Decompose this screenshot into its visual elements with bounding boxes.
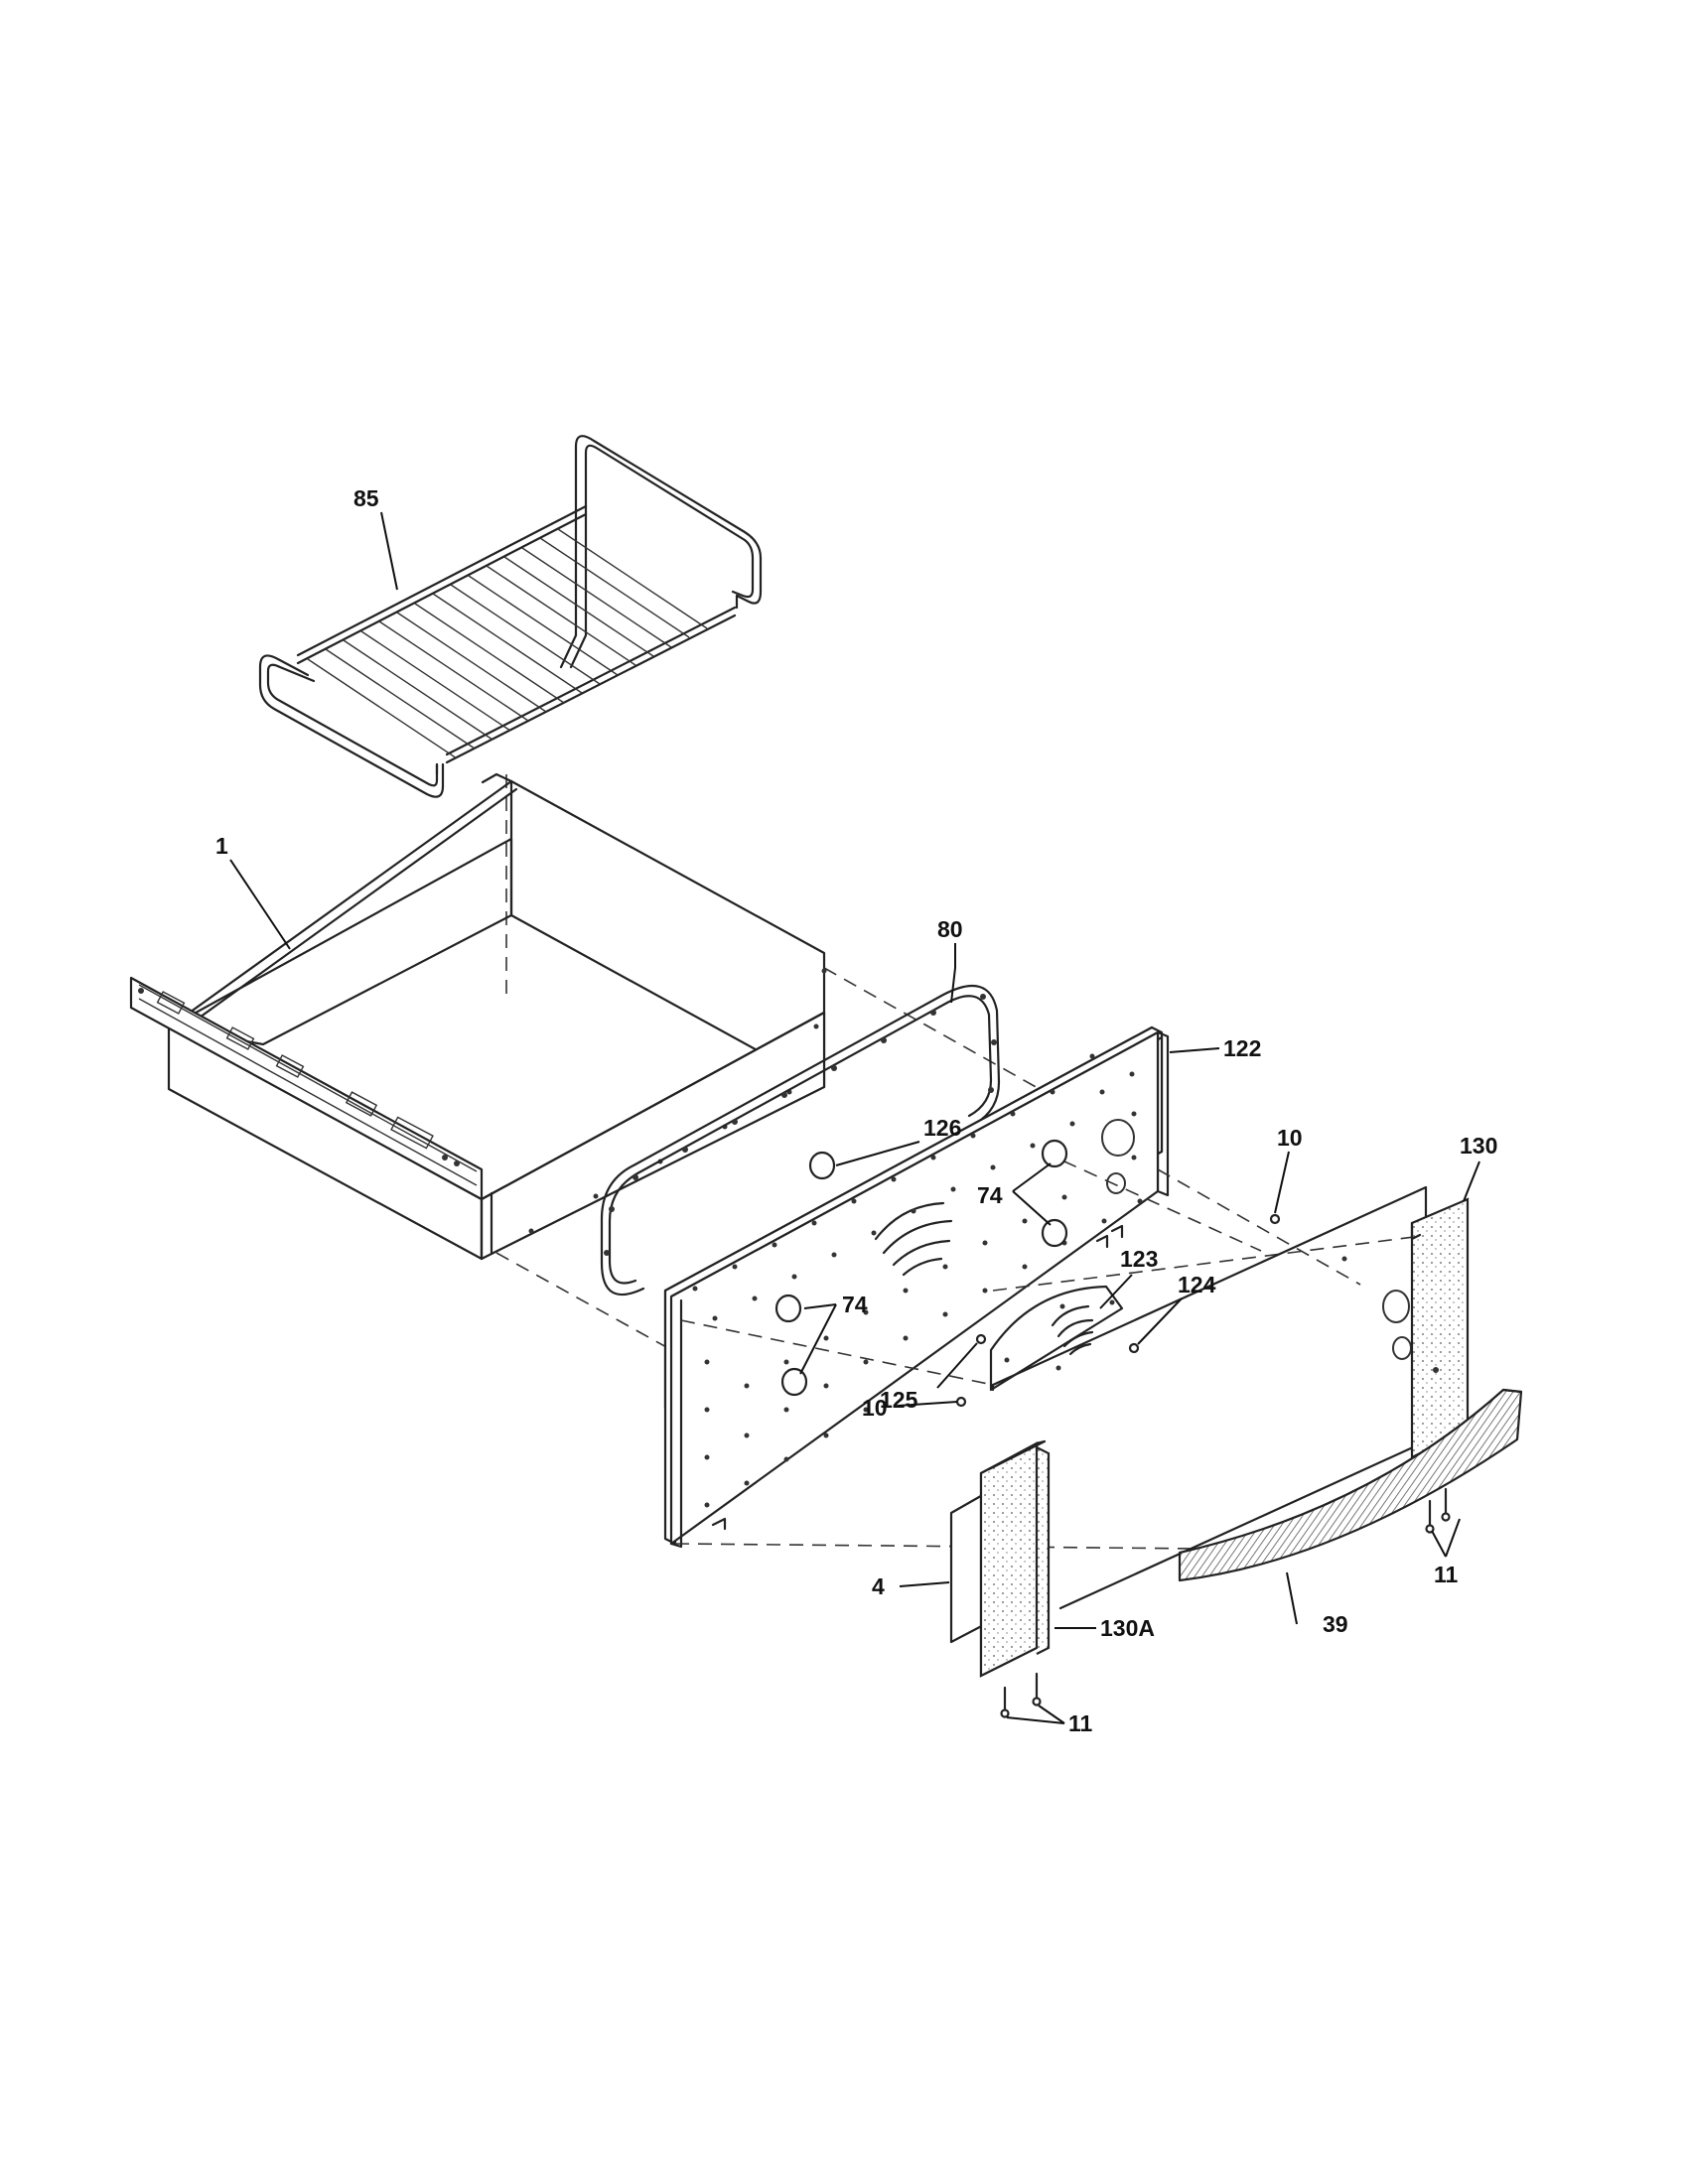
callout-labels: 85 1 80 122 126 74 10 130 123 124 74 125… [215,485,1497,1736]
callout-80: 80 [937,916,963,942]
drawer-body [129,772,827,1261]
callout-74-upper: 74 [977,1182,1003,1208]
callout-85: 85 [353,485,379,511]
screws [955,1213,1451,1718]
assembly-lines-drawer [495,967,1063,1364]
leader-lines [229,511,1480,1724]
callout-11-left: 11 [1068,1710,1093,1736]
inner-door-panel [663,1025,1170,1549]
end-cap-right [1410,1197,1470,1459]
callout-4: 4 [872,1573,885,1599]
callout-124: 124 [1178,1272,1216,1297]
knob-bumpers [774,1139,1068,1397]
callout-130: 130 [1460,1133,1497,1159]
callout-74-lower: 74 [842,1292,868,1317]
assembly-lines-panel [674,1151,1431,1550]
callout-1: 1 [215,833,228,859]
callout-10-upper: 10 [1277,1125,1303,1151]
callout-10-lower: 10 [862,1395,888,1421]
wire-rack [258,435,763,798]
callout-125: 125 [880,1387,918,1413]
door-handle [1178,1388,1523,1582]
gasket [600,985,1001,1297]
window-plate [989,1285,1124,1392]
callout-130a: 130A [1100,1615,1155,1641]
callout-11-right: 11 [1434,1562,1459,1587]
callout-39: 39 [1323,1611,1348,1637]
callout-126: 126 [923,1115,961,1141]
end-cap-left [979,1439,1051,1678]
callout-123: 123 [1120,1246,1158,1272]
callout-122: 122 [1223,1035,1261,1061]
